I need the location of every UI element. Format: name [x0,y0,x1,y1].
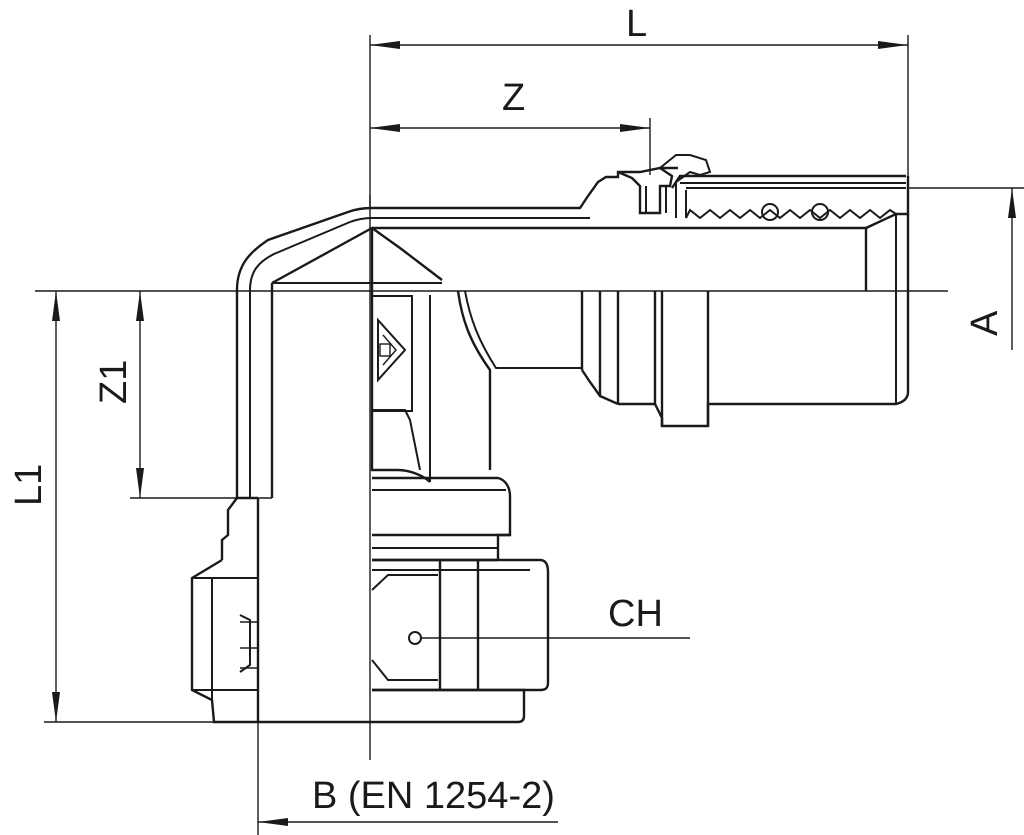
dimension-B [257,722,558,835]
vertical-neck [220,476,512,722]
dimension-CH-label: CH [608,593,663,635]
dimension-L [369,35,909,208]
horizontal-branch-lower [456,290,910,470]
dimension-A-label: A [964,310,1006,336]
dimension-L-label: L [626,3,647,45]
dimension-Z1-label: Z1 [93,360,135,404]
center-lines [35,195,948,760]
brand-logo-block [371,295,413,412]
horizontal-branch-upper [372,154,910,291]
dimension-L1 [44,291,214,723]
dimension-A [908,187,1024,350]
dimension-L1-label: L1 [8,464,50,506]
dimension-Z1 [130,291,272,499]
dimension-Z-label: Z [502,77,525,119]
dimension-B-label: B (EN 1254-2) [312,775,555,817]
dimension-Z [370,118,651,175]
hex-nut [190,558,690,724]
elbow-body-outline [235,166,678,498]
